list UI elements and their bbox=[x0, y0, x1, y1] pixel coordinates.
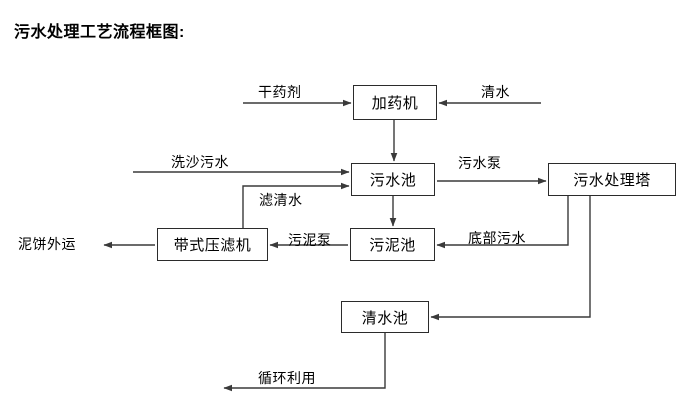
edge-label-bottom-sewage: 底部污水 bbox=[468, 230, 526, 246]
node-clear-water-pool[interactable]: 清水池 bbox=[341, 301, 429, 333]
edge-label-sand-wash-sewage: 洗沙污水 bbox=[171, 154, 229, 170]
edge-label-sewage-pump: 污水泵 bbox=[458, 155, 502, 171]
node-belt-filter-press[interactable]: 带式压滤机 bbox=[157, 228, 268, 261]
edge-tower-to-clear-pool bbox=[430, 196, 591, 321]
terminal-label-mud-cake-output: 泥饼外运 bbox=[18, 236, 76, 252]
node-label: 污泥池 bbox=[369, 237, 416, 254]
edge-label-sludge-pump: 污泥泵 bbox=[288, 232, 332, 248]
edge-label-clean-water: 清水 bbox=[481, 84, 510, 100]
node-label: 清水池 bbox=[361, 309, 409, 327]
edge-tower-to-sludge-pool bbox=[436, 196, 569, 249]
node-label: 污水池 bbox=[369, 172, 417, 189]
edge-beltpress-to-sewage-pool bbox=[242, 182, 350, 228]
node-dosing-machine[interactable]: 加药机 bbox=[353, 85, 437, 120]
page-title: 污水处理工艺流程框图: bbox=[14, 24, 185, 41]
node-sludge-pool[interactable]: 污泥池 bbox=[350, 228, 435, 261]
node-label: 带式压滤机 bbox=[173, 237, 252, 254]
node-label: 污水处理塔 bbox=[573, 172, 651, 189]
edge-label-filtrate: 滤清水 bbox=[259, 192, 303, 208]
edge-label-recycle: 循环利用 bbox=[258, 370, 316, 386]
edge-label-dry-agent: 干药剂 bbox=[258, 84, 302, 100]
node-label: 加药机 bbox=[371, 95, 419, 112]
edge-clear-pool-to-recycle bbox=[223, 333, 386, 392]
node-treatment-tower[interactable]: 污水处理塔 bbox=[548, 163, 676, 196]
node-sewage-pool[interactable]: 污水池 bbox=[351, 163, 435, 196]
